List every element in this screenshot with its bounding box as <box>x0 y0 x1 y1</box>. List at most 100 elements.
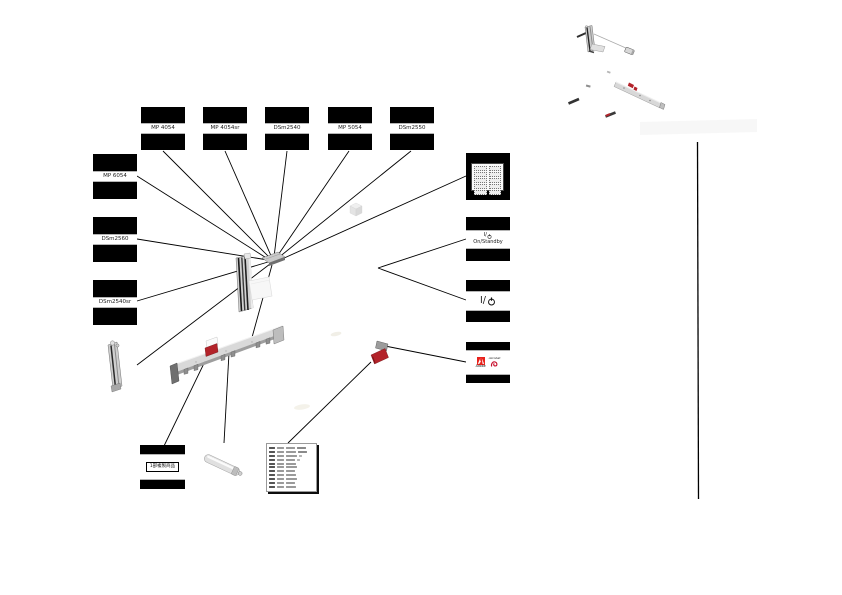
table-cell <box>277 462 284 465</box>
table-row <box>269 474 314 477</box>
part-white-sheet <box>248 276 273 301</box>
table-row <box>269 466 314 469</box>
model-plate-mp4054sr: MP 4054sr <box>203 107 247 150</box>
table-cell <box>269 485 275 488</box>
on-standby-label: On/Standby <box>473 238 503 245</box>
copy-guard-label: 1部複製商品 <box>149 463 176 469</box>
table-cell <box>286 458 295 461</box>
part-roller <box>204 454 243 476</box>
table-row <box>269 451 314 454</box>
model-plate-mp4054: MP 4054 <box>141 107 185 150</box>
adobe-brand-label: Adobe <box>475 364 486 369</box>
table-cell <box>277 481 284 484</box>
table-row <box>269 481 314 484</box>
operation-panel-plate <box>466 153 510 200</box>
rail-white-label <box>205 336 219 349</box>
table-row <box>269 454 314 457</box>
power-prefix: I/ <box>483 232 487 239</box>
table-cell <box>286 478 297 481</box>
panel-key-icon <box>488 190 501 195</box>
model-plate-label: MP 4054 <box>151 124 175 131</box>
divider-line <box>696 141 700 500</box>
table-cell <box>269 474 275 477</box>
adobe-acrobat-plate: Adobe Acrobat <box>466 342 510 383</box>
part-guide-rail <box>169 325 285 385</box>
acrobat-swirl-icon <box>490 361 498 367</box>
table-cell <box>277 451 284 454</box>
table-cell <box>297 458 300 461</box>
exploded-parts-inset <box>567 25 757 135</box>
table-cell <box>269 462 275 465</box>
panel-key-icon <box>488 172 501 177</box>
table-cell <box>277 447 284 450</box>
panel-key-icon <box>474 190 487 195</box>
table-cell <box>286 481 295 484</box>
model-plate-label: MP 4054sr <box>210 124 240 131</box>
model-plate-label: MP 5054 <box>338 124 362 131</box>
table-cell <box>269 458 275 461</box>
table-cell <box>286 447 295 450</box>
table-cell <box>277 470 284 473</box>
power-icon <box>488 296 495 306</box>
operation-panel-keys-icon <box>471 163 504 195</box>
table-cell <box>269 470 275 473</box>
model-plate-dsm2560: DSm2560 <box>93 217 137 262</box>
callout-lines <box>136 150 467 447</box>
faint-marks <box>294 331 342 410</box>
table-cell <box>299 454 302 457</box>
table-cell <box>277 478 284 481</box>
table-cell <box>269 466 275 469</box>
table-cell <box>269 447 275 450</box>
table-cell <box>286 466 297 469</box>
model-plate-label: DSm2540sr <box>98 298 132 305</box>
panel-key-icon <box>474 184 487 189</box>
table-cell <box>277 454 284 457</box>
table-row <box>269 478 314 481</box>
table-cell <box>286 485 296 488</box>
acrobat-label: Acrobat <box>488 355 501 360</box>
panel-key-icon <box>488 178 501 183</box>
part-left-bracket <box>107 340 123 393</box>
part-sensor-flag <box>370 340 389 365</box>
table-cell <box>277 474 284 477</box>
table-row <box>269 447 314 450</box>
part-hub-bracket <box>261 251 286 266</box>
table-cell <box>269 451 275 454</box>
panel-key-icon <box>474 172 487 177</box>
table-row <box>269 485 314 488</box>
adobe-logo-icon <box>476 356 485 365</box>
table-cell <box>298 451 307 454</box>
on-standby-plate: I/ On/Standby <box>466 217 510 261</box>
table-cell <box>277 485 284 488</box>
table-cell <box>277 466 284 469</box>
copy-guard-plate: 1部複製商品 <box>140 445 185 489</box>
panel-key-icon <box>488 166 501 171</box>
spec-table <box>266 443 317 492</box>
power-prefix: I/ <box>479 295 486 307</box>
table-cell <box>269 478 275 481</box>
model-plate-dsm2550: DSm2550 <box>390 107 434 150</box>
table-row <box>269 470 314 473</box>
part-small-cube <box>349 202 363 217</box>
panel-key-icon <box>488 184 501 189</box>
model-plate-label: MP 6054 <box>103 172 127 179</box>
model-plate-mp5054: MP 5054 <box>328 107 372 150</box>
model-plate-label: DSm2550 <box>398 124 426 131</box>
table-cell <box>269 454 275 457</box>
model-plate-label: DSm2560 <box>101 235 129 242</box>
model-plate-dsm2540: DSm2540 <box>265 107 309 150</box>
table-row <box>269 458 314 461</box>
table-cell <box>277 458 284 461</box>
rail-red-label <box>204 343 219 357</box>
table-cell <box>297 447 306 450</box>
panel-key-icon <box>474 178 487 183</box>
table-cell <box>269 481 275 484</box>
panel-key-icon <box>474 166 487 171</box>
table-cell <box>286 454 297 457</box>
table-cell <box>286 451 296 454</box>
model-plate-label: DSm2540 <box>273 124 301 131</box>
main-power-plate: I/ <box>466 280 510 322</box>
standby-icon <box>488 233 492 239</box>
